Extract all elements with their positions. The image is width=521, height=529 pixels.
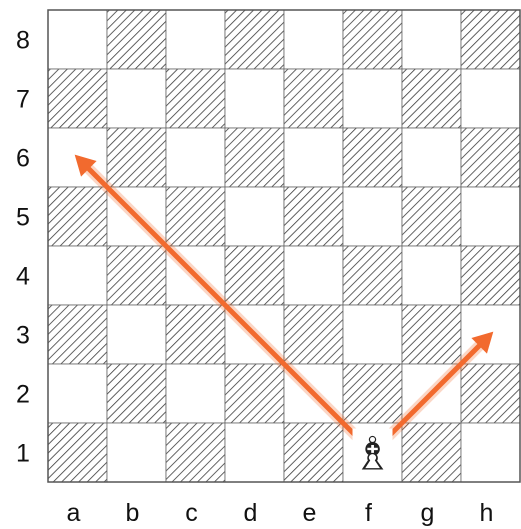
piece-backdrop xyxy=(352,428,393,479)
square-f5[interactable] xyxy=(342,186,403,247)
rank-label: 8 xyxy=(16,27,30,55)
square-c2[interactable] xyxy=(165,363,226,424)
white-bishop-icon[interactable]: ♗ xyxy=(352,427,393,481)
rank-label: 2 xyxy=(16,381,30,409)
rank-label: 6 xyxy=(16,145,30,173)
square-g3[interactable] xyxy=(401,304,462,365)
rank-label: 1 xyxy=(16,440,30,468)
square-b4[interactable] xyxy=(106,245,167,306)
square-f8[interactable] xyxy=(342,9,403,70)
square-c6[interactable] xyxy=(165,127,226,188)
square-d8[interactable] xyxy=(224,9,285,70)
file-label: f xyxy=(365,499,372,527)
square-e3[interactable] xyxy=(283,304,344,365)
square-h5[interactable] xyxy=(460,186,521,247)
square-b2[interactable] xyxy=(106,363,167,424)
square-c5[interactable] xyxy=(165,186,226,247)
rank-label: 4 xyxy=(16,263,30,291)
square-h6[interactable] xyxy=(460,127,521,188)
square-c1[interactable] xyxy=(165,422,226,483)
arrow-f1-a6 xyxy=(74,154,370,450)
arrow-head xyxy=(471,331,494,354)
square-d5[interactable] xyxy=(224,186,285,247)
square-b7[interactable] xyxy=(106,68,167,129)
square-e4[interactable] xyxy=(283,245,344,306)
arrow-shaft xyxy=(86,166,367,447)
square-f6[interactable] xyxy=(342,127,403,188)
square-e6[interactable] xyxy=(283,127,344,188)
square-a1[interactable] xyxy=(47,422,108,483)
square-d6[interactable] xyxy=(224,127,285,188)
arrow-f1-h3 xyxy=(375,331,494,450)
square-a8[interactable] xyxy=(47,9,108,70)
square-b3[interactable] xyxy=(106,304,167,365)
chessboard xyxy=(47,9,521,483)
pieces-layer: ♗ xyxy=(352,427,393,481)
square-g1[interactable] xyxy=(401,422,462,483)
square-g6[interactable] xyxy=(401,127,462,188)
square-e7[interactable] xyxy=(283,68,344,129)
square-e8[interactable] xyxy=(283,9,344,70)
square-g8[interactable] xyxy=(401,9,462,70)
rank-label: 7 xyxy=(16,86,30,114)
arrow-shaft xyxy=(378,343,482,447)
square-f4[interactable] xyxy=(342,245,403,306)
file-label: b xyxy=(126,499,140,527)
file-label: d xyxy=(244,499,258,527)
square-d7[interactable] xyxy=(224,68,285,129)
square-b6[interactable] xyxy=(106,127,167,188)
file-label: e xyxy=(303,499,317,527)
square-h1[interactable] xyxy=(460,422,521,483)
move-arrows xyxy=(74,154,494,450)
file-label: c xyxy=(185,499,198,527)
square-c7[interactable] xyxy=(165,68,226,129)
square-a2[interactable] xyxy=(47,363,108,424)
square-a3[interactable] xyxy=(47,304,108,365)
rank-label: 5 xyxy=(16,204,30,232)
square-b8[interactable] xyxy=(106,9,167,70)
rank-label: 3 xyxy=(16,322,30,350)
square-f2[interactable] xyxy=(342,363,403,424)
square-h8[interactable] xyxy=(460,9,521,70)
file-label: g xyxy=(421,499,435,527)
square-g5[interactable] xyxy=(401,186,462,247)
square-g4[interactable] xyxy=(401,245,462,306)
square-a4[interactable] xyxy=(47,245,108,306)
square-f7[interactable] xyxy=(342,68,403,129)
square-f3[interactable] xyxy=(342,304,403,365)
square-h2[interactable] xyxy=(460,363,521,424)
square-g7[interactable] xyxy=(401,68,462,129)
square-d1[interactable] xyxy=(224,422,285,483)
rank-labels: 8 7 6 5 4 3 2 1 xyxy=(16,27,30,468)
square-h4[interactable] xyxy=(460,245,521,306)
arrow-head xyxy=(74,154,97,177)
square-d2[interactable] xyxy=(224,363,285,424)
file-label: h xyxy=(480,499,494,527)
square-e1[interactable] xyxy=(283,422,344,483)
square-b1[interactable] xyxy=(106,422,167,483)
board-frame xyxy=(47,9,521,483)
square-h7[interactable] xyxy=(460,68,521,129)
file-labels: a b c d e f g h xyxy=(67,499,494,527)
square-d4[interactable] xyxy=(224,245,285,306)
square-c8[interactable] xyxy=(165,9,226,70)
square-a7[interactable] xyxy=(47,68,108,129)
square-a5[interactable] xyxy=(47,186,108,247)
square-c3[interactable] xyxy=(165,304,226,365)
square-e5[interactable] xyxy=(283,186,344,247)
file-label: a xyxy=(67,499,81,527)
